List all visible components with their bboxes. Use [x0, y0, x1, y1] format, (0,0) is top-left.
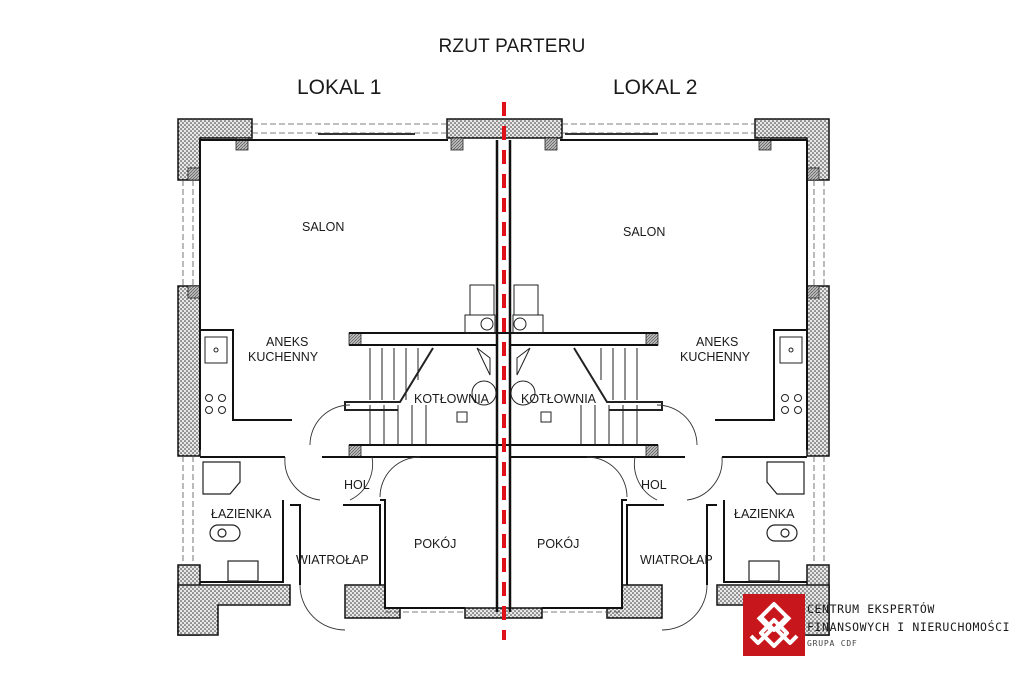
plan-title: RZUT PARTERU [438, 36, 586, 57]
unit-2-label: LOKAL 2 [613, 76, 698, 99]
bathroom-fixtures [202, 461, 805, 582]
unit2-hol-label: HOL [641, 478, 667, 492]
kitchen-fixtures [204, 336, 803, 414]
interior-walls [199, 139, 808, 612]
unit1-lazienka-label: ŁAZIENKA [211, 507, 272, 521]
door-swings [284, 404, 723, 631]
unit1-kotlownia-label: KOTŁOWNIA [414, 392, 490, 406]
logo-text-line-3: GRUPA CDF [807, 639, 858, 648]
boiler-fixtures [456, 284, 552, 423]
column-hatches [187, 137, 820, 458]
unit2-aneks-label-1: ANEKS [696, 335, 739, 349]
unit2-lazienka-label: ŁAZIENKA [734, 507, 795, 521]
logo-text-line-2: FINANSOWYCH I NIERUCHOMOŚCI [807, 620, 1011, 634]
unit2-pokoj-label: POKÓJ [537, 537, 580, 551]
unit1-aneks-label-2: KUCHENNY [248, 350, 319, 364]
unit2-salon-label: SALON [623, 225, 666, 239]
unit1-pokoj-label: POKÓJ [414, 537, 457, 551]
stairs [344, 347, 663, 445]
unit2-wiatrolap-label: WIATROŁAP [640, 553, 713, 567]
unit2-kotlownia-label: KOTŁOWNIA [521, 392, 597, 406]
unit2-aneks-label-2: KUCHENNY [680, 350, 751, 364]
unit1-hol-label: HOL [344, 478, 370, 492]
unit1-aneks-label-1: ANEKS [266, 335, 309, 349]
logo-mark [743, 594, 805, 656]
unit1-salon-label: SALON [302, 220, 345, 234]
unit-1-label: LOKAL 1 [297, 76, 382, 99]
unit1-wiatrolap-label: WIATROŁAP [296, 553, 369, 567]
logo-text-line-1: CENTRUM EKSPERTÓW [807, 602, 935, 616]
